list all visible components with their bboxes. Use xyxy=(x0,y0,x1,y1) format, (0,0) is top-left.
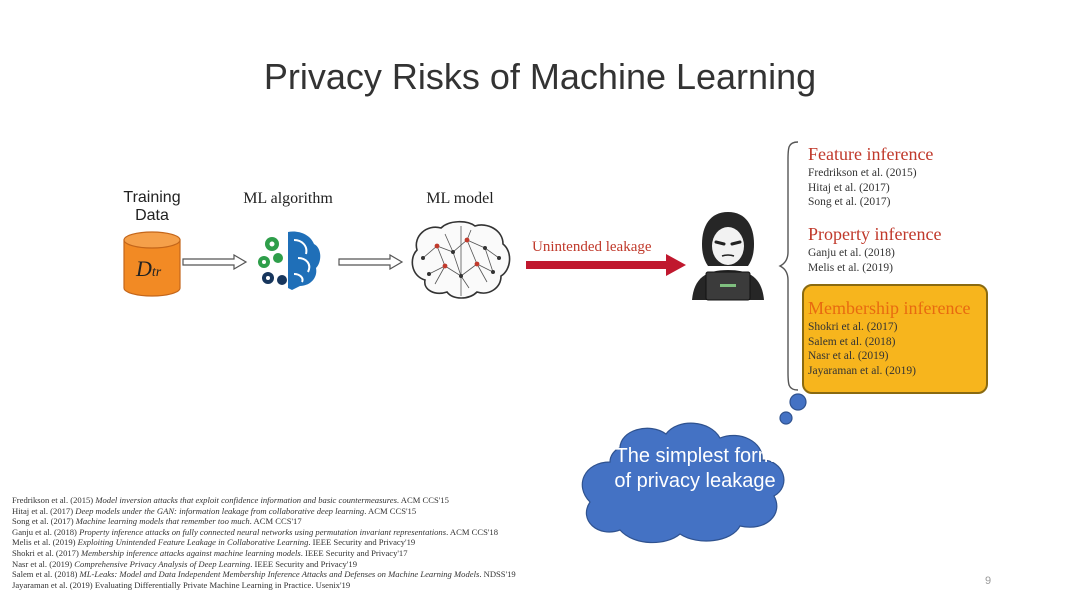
dataset-symbol-subscript: tr xyxy=(151,265,162,280)
curly-brace-icon xyxy=(778,141,799,391)
ml-model-label: ML model xyxy=(426,190,494,207)
dataset-symbol-main: D xyxy=(136,256,152,281)
arrow-algorithm-to-model-icon xyxy=(338,254,404,270)
references-list: Fredrikson et al. (2015) Model inversion… xyxy=(12,495,632,590)
cloud-line-2: of privacy leakage xyxy=(614,470,776,492)
reference-item: Jayaraman et al. (2019) Evaluating Diffe… xyxy=(12,579,351,590)
reference-item: Fredrikson et al. (2015) Model inversion… xyxy=(12,495,449,505)
property-inference-list: Ganju et al. (2018) Melis et al. (2019) xyxy=(808,246,895,275)
reference-item: Salem et al. (2018) ML-Leaks: Model and … xyxy=(12,569,516,580)
training-data-label: Training Data xyxy=(123,189,181,224)
reference-item: Shokri et al. (2017) Membership inferenc… xyxy=(12,547,408,558)
reference-item: Nasr et al. (2019) Comprehensive Privacy… xyxy=(12,558,357,569)
feature-inference-list: Fredrikson et al. (2015) Hitaj et al. (2… xyxy=(808,166,917,210)
dataset-cylinder-icon xyxy=(123,231,181,297)
neural-brain-icon xyxy=(411,220,511,299)
list-item: Ganju et al. (2018) xyxy=(808,247,895,259)
list-item: Hitaj et al. (2017) xyxy=(808,181,890,194)
hacker-icon xyxy=(692,212,764,301)
list-item: Fredrikson et al. (2015) xyxy=(808,167,917,179)
list-item: Nasr et al. (2019) xyxy=(808,350,889,362)
cloud-callout-text: The simplest form of privacy leakage xyxy=(590,444,800,494)
reference-item: Ganju et al. (2018) Property inference a… xyxy=(12,526,499,537)
leakage-arrow-icon xyxy=(526,254,686,276)
page-number: 9 xyxy=(985,575,992,587)
membership-inference-list: Shokri et al. (2017) Salem et al. (2018)… xyxy=(808,320,916,378)
list-item: Salem et al. (2018) xyxy=(808,335,896,348)
property-inference-title: Property inference xyxy=(808,224,942,244)
brain-gears-icon xyxy=(258,231,321,290)
list-item: Shokri et al. (2017) xyxy=(808,321,898,333)
reference-item: Song et al. (2017) Machine learning mode… xyxy=(12,516,302,527)
slide-title: Privacy Risks of Machine Learning xyxy=(263,56,817,97)
thought-cloud-icon xyxy=(581,393,807,544)
list-item: Melis et al. (2019) xyxy=(808,261,893,274)
feature-inference-title: Feature inference xyxy=(808,144,934,164)
leakage-label: Unintended leakage xyxy=(532,239,652,255)
reference-item: Melis et al. (2019) Exploiting Unintende… xyxy=(12,537,416,548)
list-item: Song et al. (2017) xyxy=(808,196,891,208)
cloud-line-1: The simplest form xyxy=(615,445,775,467)
ml-algorithm-label: ML algorithm xyxy=(243,190,333,207)
membership-inference-title: Membership inference xyxy=(808,298,971,318)
dataset-symbol: Dtr xyxy=(136,256,161,282)
membership-inference-box xyxy=(802,284,988,394)
reference-item: Hitaj et al. (2017) Deep models under th… xyxy=(12,505,417,516)
list-item: Jayaraman et al. (2019) xyxy=(808,364,916,377)
arrow-data-to-algorithm-icon xyxy=(182,254,248,270)
